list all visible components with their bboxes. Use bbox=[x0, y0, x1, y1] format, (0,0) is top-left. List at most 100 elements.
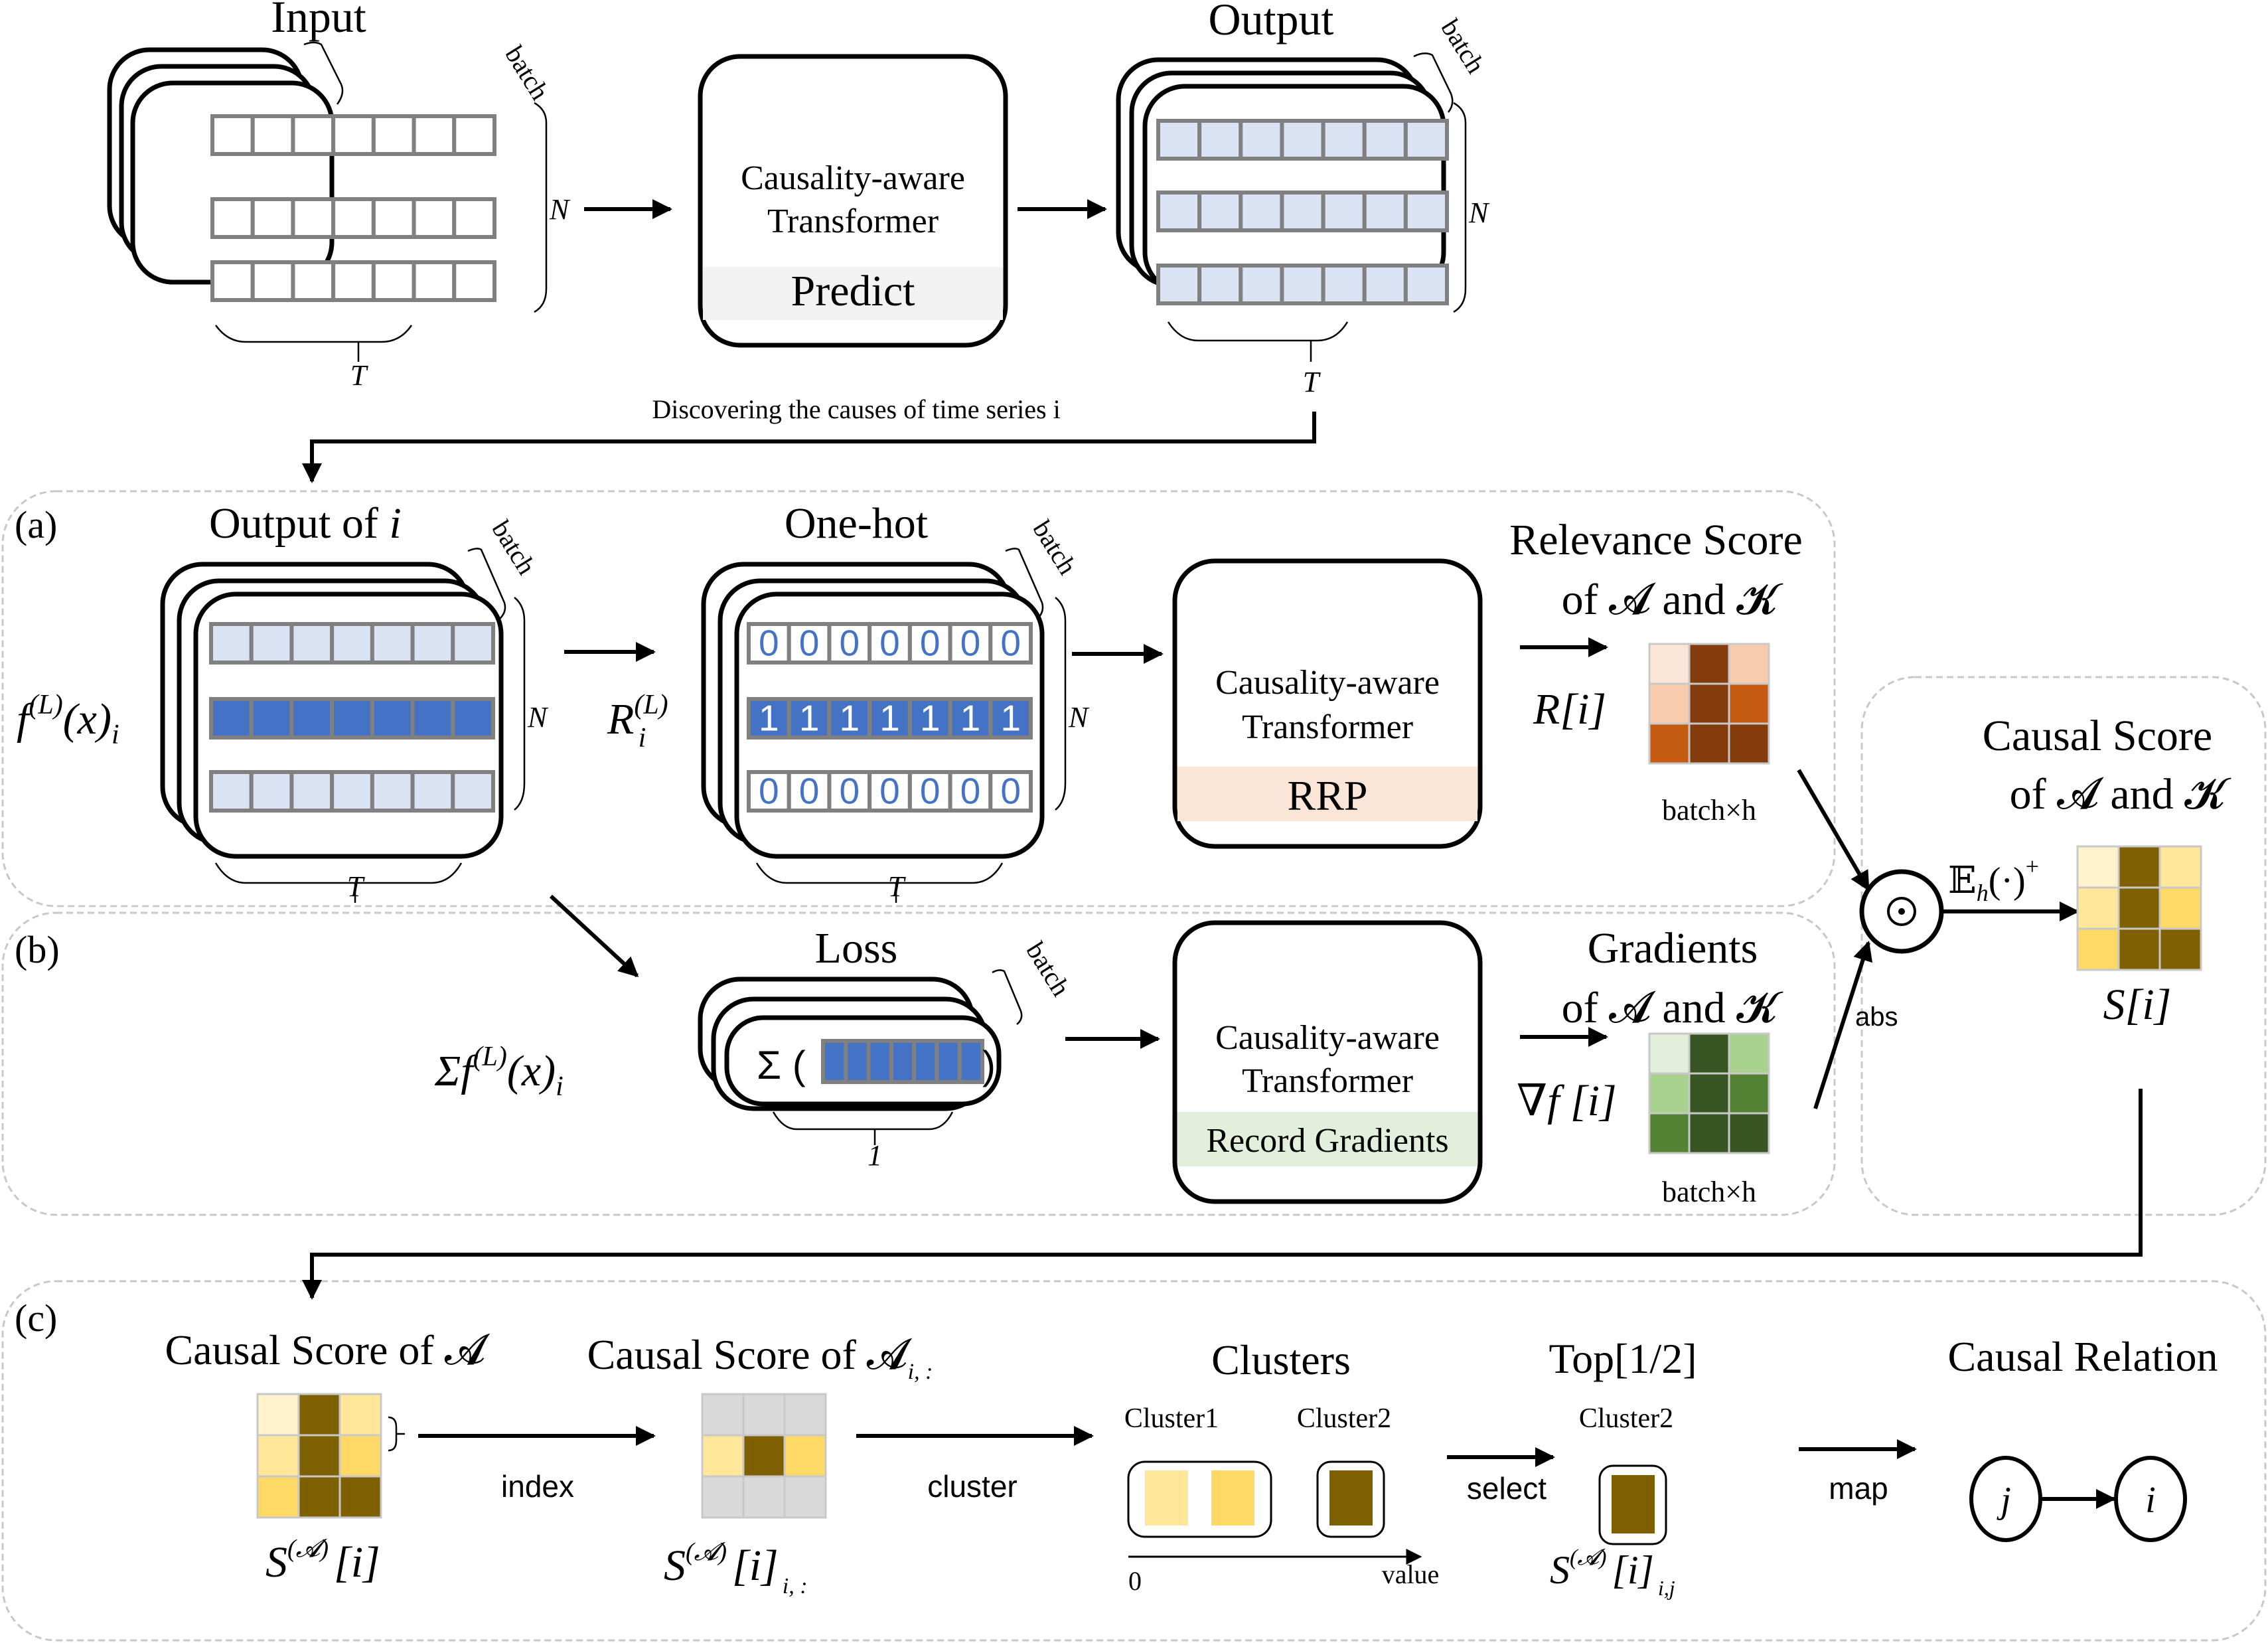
series-cell bbox=[250, 197, 295, 239]
top-cluster-group bbox=[1598, 1464, 1667, 1545]
node-j-label: j bbox=[1997, 1480, 2011, 1521]
causal-score-a-cell bbox=[256, 1475, 300, 1519]
relation-title: Causal Relation bbox=[1947, 1333, 2218, 1380]
gradient-cell bbox=[1648, 1112, 1691, 1154]
output-cell bbox=[209, 770, 254, 813]
gradients-dims: batch×h bbox=[1662, 1176, 1756, 1208]
series-cell bbox=[1197, 119, 1243, 161]
n-brace bbox=[1453, 102, 1467, 313]
series-cell bbox=[412, 114, 457, 156]
series-cell bbox=[1280, 264, 1325, 305]
output-cell bbox=[289, 697, 335, 740]
output-cell bbox=[330, 697, 374, 740]
r-label: R(L)i bbox=[607, 690, 668, 753]
causal-score-row-cell bbox=[701, 1434, 745, 1478]
model-title-line1: Causality-aware bbox=[741, 159, 965, 197]
relevance-var: R[i] bbox=[1533, 685, 1606, 734]
series-cell bbox=[250, 260, 295, 302]
output-of-i-title: Output of i bbox=[209, 499, 402, 548]
output-title: Output bbox=[1209, 0, 1334, 44]
series-cell bbox=[1403, 119, 1450, 161]
cluster1-group bbox=[1127, 1460, 1272, 1538]
onehot-digit: 1 bbox=[879, 698, 900, 739]
series-cell bbox=[452, 114, 496, 156]
onehot-digit: 0 bbox=[920, 623, 941, 664]
loss-title: Loss bbox=[815, 924, 898, 973]
causal-score-cell bbox=[2158, 927, 2202, 971]
causal-score-title-line1: Causal Score bbox=[1983, 712, 2212, 760]
onehot-digit: 0 bbox=[879, 771, 900, 812]
series-cell bbox=[291, 197, 336, 239]
abs-label: abs bbox=[1855, 1002, 1898, 1032]
section-a-label: (a) bbox=[15, 503, 57, 546]
series-cell bbox=[291, 260, 336, 302]
model-title-line2: Transformer bbox=[1242, 1062, 1413, 1100]
causal-score-cell bbox=[2117, 886, 2161, 930]
loss-cell bbox=[935, 1039, 962, 1084]
series-cell bbox=[371, 114, 416, 156]
t-brace bbox=[214, 862, 463, 884]
causal-score-row-cell bbox=[701, 1393, 745, 1437]
cluster2-name: Cluster2 bbox=[1297, 1403, 1391, 1434]
onehot-digit: 0 bbox=[759, 623, 779, 664]
top-title: Top[1/2] bbox=[1549, 1335, 1697, 1382]
batch-label: batch bbox=[1020, 937, 1076, 1001]
onehot-cell bbox=[988, 622, 1033, 665]
causal-score-cell bbox=[2158, 845, 2202, 889]
onehot-cell bbox=[988, 697, 1033, 740]
expectation-label: 𝔼h(·)+ bbox=[1948, 853, 2039, 906]
gradients-var: ∇f [i] bbox=[1517, 1077, 1617, 1125]
onehot-title: One-hot bbox=[785, 499, 928, 548]
output-cell bbox=[370, 622, 415, 665]
onehot-digit: 0 bbox=[839, 623, 860, 664]
series-cell bbox=[331, 114, 376, 156]
f-label: f(L)(x)i bbox=[17, 690, 119, 750]
causal-score-a-cell bbox=[339, 1475, 382, 1519]
gradient-cell bbox=[1648, 1032, 1691, 1075]
onehot-cell bbox=[948, 622, 993, 665]
loss-cell bbox=[912, 1039, 939, 1084]
causal-score-row-cell bbox=[783, 1475, 827, 1519]
batch-label: batch bbox=[1027, 515, 1083, 580]
series-cell bbox=[412, 260, 457, 302]
relevance-heatmap bbox=[1648, 643, 1770, 765]
loss-stack: Σ ( ) bbox=[698, 977, 1002, 1111]
causal-score-heatmap bbox=[2076, 845, 2202, 971]
batch-brace bbox=[1413, 52, 1454, 113]
onehot-cell bbox=[787, 697, 832, 740]
output-cell bbox=[410, 622, 455, 665]
section-c-frame bbox=[1, 1280, 2267, 1642]
relevance-title-line2: of 𝓐 and 𝓚 bbox=[1562, 576, 1784, 624]
node-j bbox=[1969, 1456, 2042, 1542]
model-title-line1: Causality-aware bbox=[1215, 664, 1440, 702]
arrow-relevance-to-product bbox=[1797, 769, 1870, 892]
batch-label: batch bbox=[486, 515, 542, 580]
model-title-line1: Causality-aware bbox=[1215, 1019, 1440, 1057]
step1-title: Causal Score of 𝓐 bbox=[165, 1326, 490, 1373]
relevance-title-line1: Relevance Score bbox=[1509, 516, 1803, 564]
gradients-heatmap bbox=[1648, 1032, 1770, 1154]
series-cell bbox=[452, 260, 496, 302]
loss-cell bbox=[889, 1039, 917, 1084]
causal-score-cell bbox=[2117, 845, 2161, 889]
gradient-cell bbox=[1688, 1112, 1730, 1154]
series-cell bbox=[331, 260, 376, 302]
causal-score-row-cell bbox=[783, 1393, 827, 1437]
n-label: N bbox=[1068, 701, 1090, 734]
axis-zero-label: 0 bbox=[1128, 1566, 1142, 1596]
series-cell bbox=[210, 260, 255, 302]
cluster2-item bbox=[1329, 1470, 1373, 1526]
series-cell bbox=[371, 260, 416, 302]
relevance-cell bbox=[1688, 682, 1730, 725]
axis-value-label: value bbox=[1382, 1559, 1440, 1589]
top-cluster-name: Cluster2 bbox=[1579, 1403, 1673, 1434]
output-cell bbox=[289, 770, 335, 813]
output-cell bbox=[209, 622, 254, 665]
causal-score-row-cell bbox=[742, 1393, 786, 1437]
one-brace bbox=[772, 1111, 954, 1131]
input-title: Input bbox=[271, 0, 366, 42]
loss-row bbox=[821, 1039, 984, 1084]
loss-sigma: Σ ( bbox=[757, 1043, 806, 1087]
onehot-digit: 1 bbox=[759, 698, 779, 739]
